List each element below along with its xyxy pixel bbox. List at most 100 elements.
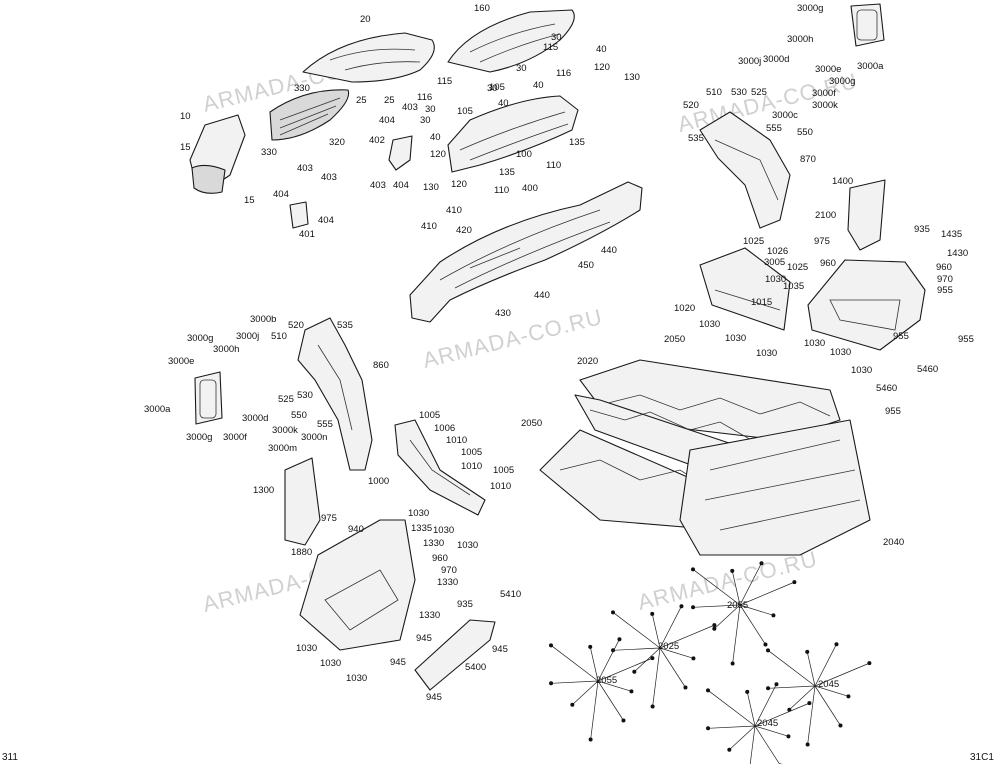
- rocker-right: [699, 247, 791, 331]
- part-callout: 1300: [253, 485, 274, 496]
- bracket-401: [289, 201, 309, 229]
- fastener-dot: [834, 642, 839, 647]
- part-callout: 30: [551, 32, 562, 43]
- part-callout: 3000f: [223, 432, 247, 443]
- bracket-402: [388, 135, 413, 171]
- dashboard-upper: [447, 95, 579, 173]
- part-callout: 970: [441, 565, 457, 576]
- part-callout: 116: [417, 92, 432, 103]
- part-callout: 2055: [727, 600, 748, 611]
- part-callout: 2100: [815, 210, 836, 221]
- fastener-dot: [766, 686, 771, 691]
- part-callout: 1010: [446, 435, 467, 446]
- part-callout: 130: [624, 72, 640, 83]
- part-callout: 945: [390, 657, 406, 668]
- mirror-left: [194, 371, 223, 425]
- fastener-leader: [693, 604, 741, 608]
- part-callout: 2040: [883, 537, 904, 548]
- part-callout: 3000g: [187, 333, 213, 344]
- part-callout: 3000f: [812, 88, 836, 99]
- part-callout: 430: [495, 308, 511, 319]
- part-callout: 3000b: [250, 314, 276, 325]
- part-callout: 410: [421, 221, 437, 232]
- fastener-leader: [754, 725, 789, 737]
- fastener-dot: [774, 682, 779, 687]
- fastener-leader: [707, 690, 756, 727]
- part-callout: 960: [820, 258, 836, 269]
- part-callout: 160: [474, 3, 490, 14]
- part-callout: 30: [516, 63, 527, 74]
- corner-code-left: 311: [2, 752, 18, 763]
- fastener-leader: [739, 581, 795, 606]
- part-callout: 1435: [941, 229, 962, 240]
- part-callout: 3000g: [797, 3, 823, 14]
- part-callout: 2050: [664, 334, 685, 345]
- part-callout: 530: [731, 87, 747, 98]
- part-callout: 3000g: [829, 76, 855, 87]
- part-callout: 1010: [490, 481, 511, 492]
- part-callout: 30: [420, 115, 431, 126]
- part-callout: 555: [766, 123, 782, 134]
- part-callout: 3000k: [812, 100, 838, 111]
- part-callout: 945: [492, 644, 508, 655]
- part-callout: 25: [384, 95, 395, 106]
- part-callout: 1430: [947, 248, 968, 259]
- fastener-leader: [754, 684, 777, 727]
- fastener-dot: [683, 685, 688, 690]
- part-callout: 2045: [818, 679, 839, 690]
- fastener-dot: [679, 604, 684, 609]
- fastener-dot: [730, 568, 735, 573]
- fastener-leader: [597, 657, 653, 682]
- part-callout: 2045: [757, 718, 778, 729]
- part-callout: 960: [936, 262, 952, 273]
- part-callout: 860: [373, 360, 389, 371]
- part-callout: 330: [261, 147, 277, 158]
- part-callout: 1035: [783, 281, 804, 292]
- corner-code-right: 31C1: [970, 752, 994, 763]
- fastener-dot: [691, 605, 696, 610]
- dashboard-frame: [409, 181, 643, 323]
- part-callout: 401: [299, 229, 315, 240]
- part-callout: 1030: [851, 365, 872, 376]
- fastener-leader: [739, 604, 766, 645]
- part-callout: 20: [360, 14, 371, 25]
- part-callout: 30: [425, 104, 436, 115]
- part-callout: 1005: [461, 447, 482, 458]
- part-callout: 3000j: [236, 331, 259, 342]
- part-callout: 520: [683, 100, 699, 111]
- fastener-leader: [659, 647, 686, 688]
- fastener-leader: [589, 646, 599, 682]
- part-callout: 3000e: [815, 64, 841, 75]
- fastener-leader: [732, 604, 741, 664]
- fastener-leader: [708, 725, 756, 729]
- part-callout: 2050: [521, 418, 542, 429]
- part-callout: 403: [370, 180, 386, 191]
- hood-panel-left: [302, 32, 435, 83]
- part-callout: 1030: [765, 274, 786, 285]
- part-callout: 1025: [743, 236, 764, 247]
- part-callout: 110: [546, 160, 561, 171]
- part-callout: 135: [569, 137, 585, 148]
- front-grille: [269, 89, 350, 141]
- part-callout: 3000h: [213, 344, 239, 355]
- side-panel-right: [699, 111, 791, 229]
- fastener-dot: [712, 623, 717, 628]
- part-callout: 115: [437, 76, 452, 87]
- part-callout: 404: [379, 115, 395, 126]
- part-callout: 5460: [917, 364, 938, 375]
- part-callout: 1030: [346, 673, 367, 684]
- skid-plate-main: [679, 419, 871, 556]
- fastener-leader: [807, 685, 816, 745]
- part-callout: 135: [499, 167, 515, 178]
- part-callout: 130: [423, 182, 439, 193]
- fastener-leader: [550, 645, 599, 682]
- part-callout: 2020: [577, 356, 598, 367]
- fastener-leader: [597, 680, 632, 692]
- fastener-dot: [763, 642, 768, 647]
- fastener-leader: [597, 639, 620, 682]
- fastener-dot: [690, 567, 695, 572]
- part-callout: 105: [457, 106, 473, 117]
- part-callout: 116: [556, 68, 571, 79]
- fastener-dot: [548, 643, 553, 648]
- part-callout: 955: [937, 285, 953, 296]
